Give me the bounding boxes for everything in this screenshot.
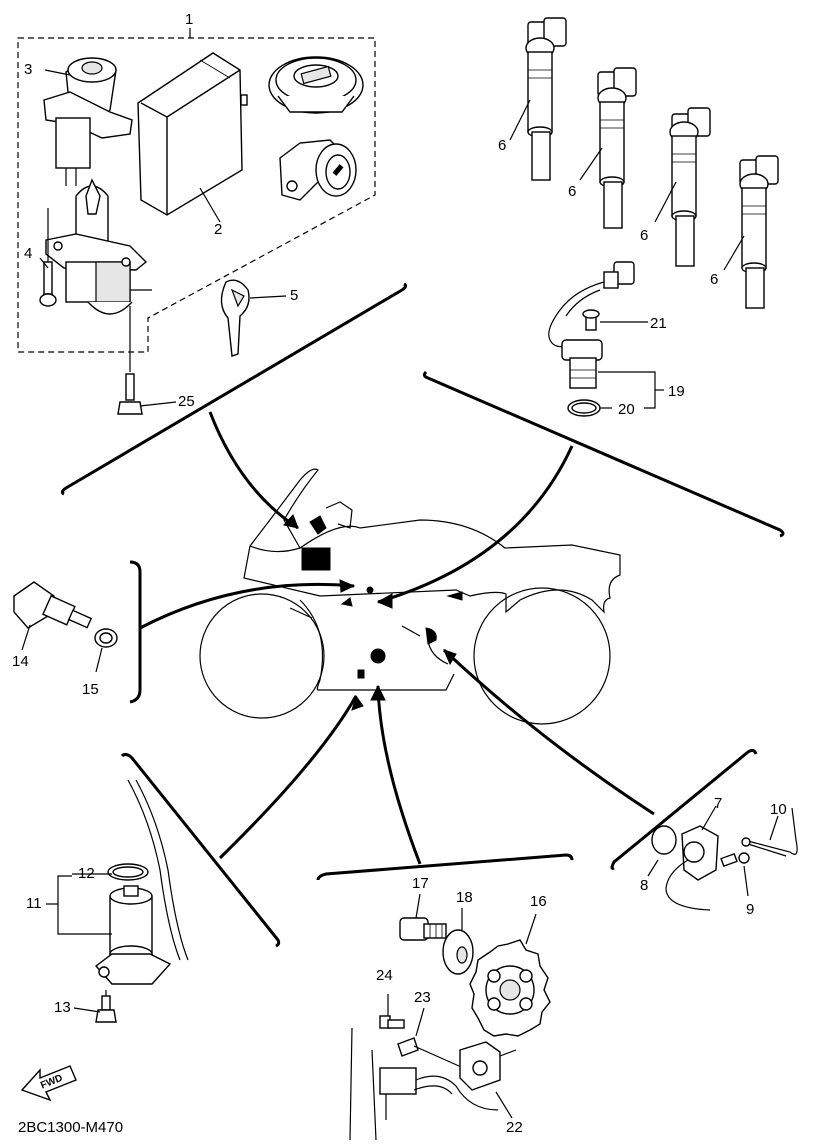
callout-1: 1	[185, 11, 193, 28]
group-box-1	[17, 28, 376, 353]
callout-3: 3	[24, 61, 32, 78]
motorcycle-outline	[199, 468, 621, 725]
callout-16: 16	[530, 893, 547, 910]
ignition-switch-part	[43, 57, 133, 186]
callout-15: 15	[82, 681, 99, 698]
callout-2: 2	[214, 221, 222, 238]
fuel-cap-part	[268, 56, 364, 114]
fwd-arrow	[20, 1065, 77, 1102]
callout-22: 22	[506, 1119, 523, 1136]
ignition-coil-4	[739, 155, 779, 309]
callout-8: 8	[640, 877, 648, 894]
ignition-coils	[509, 17, 779, 309]
callout-18: 18	[456, 889, 473, 906]
callout-17: 17	[412, 875, 429, 892]
drive-parts	[349, 893, 551, 1141]
callout-23: 23	[414, 989, 431, 1006]
screw-25	[117, 306, 143, 415]
ignition-coil-1	[525, 17, 567, 181]
zone-brackets	[60, 282, 785, 948]
diagram-code: 2BC1300-M470	[18, 1119, 123, 1136]
screw-4	[39, 208, 57, 307]
callout-9: 9	[746, 901, 754, 918]
ignition-coil-3	[669, 107, 711, 267]
speed-sensor-part	[647, 805, 798, 911]
callout-13: 13	[54, 999, 71, 1016]
callout-21: 21	[650, 315, 667, 332]
callout-11: 11	[26, 895, 42, 912]
callout-6c: 6	[640, 227, 648, 244]
callout-14: 14	[12, 653, 29, 670]
callout-6d: 6	[710, 271, 718, 288]
ecu-part	[137, 52, 248, 223]
seat-lock-part	[279, 139, 357, 201]
callout-25: 25	[178, 393, 195, 410]
callout-10: 10	[770, 801, 787, 818]
crank-sensor-part	[548, 261, 664, 417]
solenoid-part	[46, 779, 189, 1023]
ignition-coil-2	[597, 67, 637, 229]
callout-6b: 6	[568, 183, 576, 200]
leader-arrows	[139, 411, 655, 865]
temp-sensor-part	[13, 581, 118, 673]
callout-24: 24	[376, 967, 393, 984]
callout-4: 4	[24, 245, 32, 262]
main-switch-part	[45, 178, 152, 315]
callout-5: 5	[290, 287, 298, 304]
callout-7: 7	[714, 795, 722, 812]
callout-6a: 6	[498, 137, 506, 154]
label-leaders	[39, 257, 287, 407]
key-part	[220, 279, 250, 357]
callout-19: 19	[668, 383, 685, 400]
callout-20: 20	[618, 401, 635, 418]
callout-12: 12	[78, 865, 95, 882]
callout-labels: 1 2 3 4 5 6 6 6 6 7 8 9 10 11 12 13 14 1…	[12, 11, 787, 1136]
